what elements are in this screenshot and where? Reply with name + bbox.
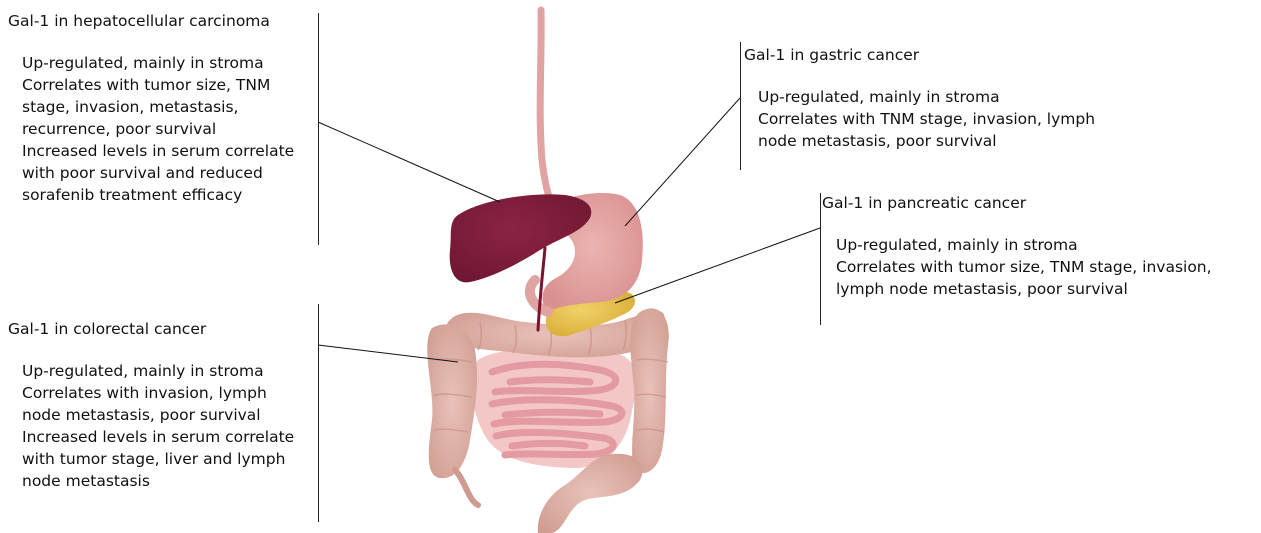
- panel-gastric: Gal-1 in gastric cancer Up-regulated, ma…: [744, 44, 1164, 152]
- leader-line-hcc: [318, 122, 500, 202]
- bracket-pancreatic: [820, 193, 821, 325]
- panel-title-pancreatic: Gal-1 in pancreatic cancer: [822, 192, 1258, 214]
- bracket-colorectal: [318, 304, 319, 522]
- panel-pancreatic: Gal-1 in pancreatic cancer Up-regulated,…: [822, 192, 1258, 300]
- bracket-gastric: [740, 42, 741, 170]
- panel-body-pancreatic: Up-regulated, mainly in stroma Correlate…: [822, 234, 1258, 300]
- panel-colorectal: Gal-1 in colorectal cancer Up-regulated,…: [8, 318, 314, 492]
- esophagus: [540, 10, 552, 205]
- panel-hcc: Gal-1 in hepatocellular carcinoma Up-reg…: [8, 10, 314, 206]
- small-intestine: [472, 349, 637, 468]
- bile-duct: [538, 248, 545, 330]
- panel-body-gastric: Up-regulated, mainly in stroma Correlate…: [744, 86, 1164, 152]
- panel-title-colorectal: Gal-1 in colorectal cancer: [8, 318, 314, 340]
- panel-title-gastric: Gal-1 in gastric cancer: [744, 44, 1164, 66]
- panel-title-hcc: Gal-1 in hepatocellular carcinoma: [8, 10, 314, 32]
- panel-body-hcc: Up-regulated, mainly in stroma Correlate…: [8, 52, 314, 206]
- bracket-hcc: [318, 13, 319, 245]
- leader-line-pancreatic: [615, 228, 820, 303]
- panel-body-colorectal: Up-regulated, mainly in stroma Correlate…: [8, 360, 314, 492]
- leader-line-gastric: [625, 98, 740, 226]
